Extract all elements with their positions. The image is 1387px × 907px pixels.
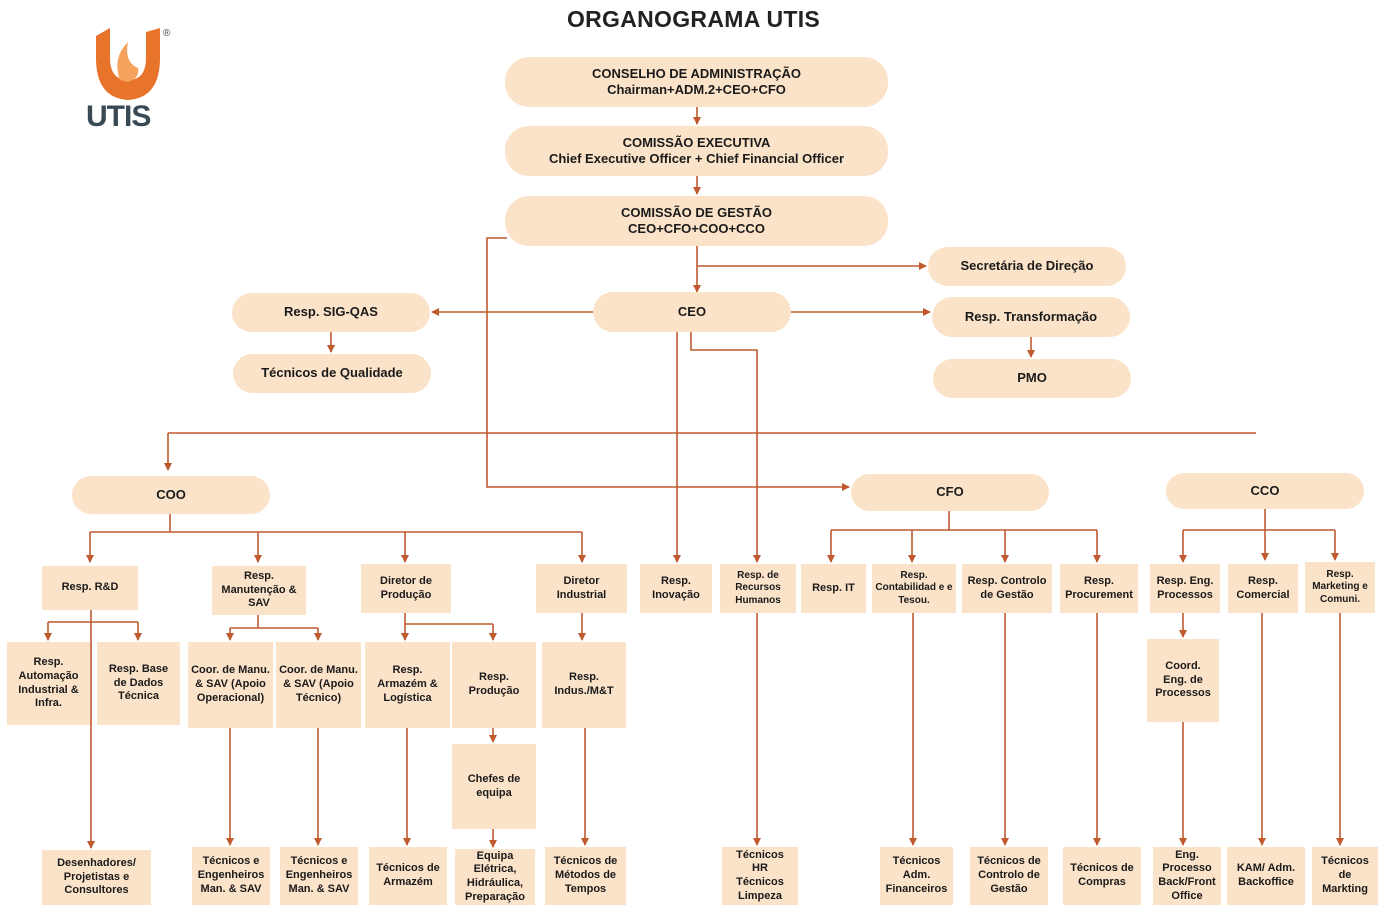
node-tecnicos-engenheiros-op: Técnicos e Engenheiros Man. & SAV [192,847,270,905]
node-conselho-title: CONSELHO DE ADMINISTRAÇÃO [592,65,801,81]
node-resp-armazem: Resp. Armazém & Logística [365,642,450,728]
node-eng-processo: Eng. Processo Back/Front Office [1153,847,1221,905]
node-kam: KAM/ Adm. Backoffice [1227,847,1305,905]
logo-text: UTIS [86,100,151,133]
node-resp-rh: Resp. de Recursos Humanos [720,564,796,613]
utis-logo [96,28,160,100]
node-coord-apoio-operacional: Coor. de Manu. & SAV (Apoio Operacional) [188,642,273,728]
node-resp-inovacao: Resp. Inovação [640,564,712,613]
node-coord-eng-processos: Coord. Eng. de Processos [1147,639,1219,722]
node-comissao-gestao-members: CEO+CFO+COO+CCO [628,221,765,236]
node-tecnicos-metodos: Técnicos de Métodos de Tempos [545,847,626,905]
node-tecnicos-adm-financeiros: Técnicos Adm. Financeiros [880,847,953,905]
node-tecnicos-qualidade: Técnicos de Qualidade [233,354,431,393]
node-resp-sig-qas: Resp. SIG-QAS [232,293,430,332]
node-tecnicos-controlo: Técnicos de Controlo de Gestão [970,847,1048,905]
node-tecnicos-marketing: Técnicos de Markting [1312,847,1378,905]
node-resp-comercial: Resp. Comercial [1228,564,1298,613]
node-cco: CCO [1166,473,1364,509]
node-coo: COO [72,476,270,514]
node-chefes-equipa: Chefes de equipa [452,744,536,829]
node-tecnicos-armazem: Técnicos de Armazém [369,847,447,905]
node-conselho: CONSELHO DE ADMINISTRAÇÃO Chairman+ADM.2… [505,57,888,107]
node-resp-automacao: Resp. Automação Industrial & Infra. [7,642,90,725]
node-desenhadores: Desenhadores/ Projetistas e Consultores [42,850,151,905]
node-resp-producao: Resp. Produção [452,642,536,728]
node-coord-apoio-tecnico: Coor. de Manu. & SAV (Apoio Técnico) [276,642,361,728]
node-diretor-producao: Diretor de Produção [361,564,451,613]
node-tecnicos-compras: Técnicos de Compras [1063,847,1141,905]
node-comissao-gestao: COMISSÃO DE GESTÃO CEO+CFO+COO+CCO [505,196,888,246]
node-pmo: PMO [933,359,1131,398]
registered-mark: ® [163,28,171,39]
node-resp-transformacao: Resp. Transformação [932,297,1130,337]
node-diretor-industrial: Diretor Industrial [536,564,627,613]
node-resp-eng-processos: Resp. Eng. Processos [1150,564,1220,613]
node-resp-rd: Resp. R&D [42,566,138,610]
node-tecnicos-hr: Técnicos HR Técnicos Limpeza [722,847,798,905]
node-resp-contabilidade: Resp. Contabilidad e e Tesou. [872,564,956,613]
node-tecnicos-engenheiros-tec: Técnicos e Engenheiros Man. & SAV [280,847,358,905]
node-resp-it: Resp. IT [801,564,866,613]
node-comissao-executiva-members: Chief Executive Officer + Chief Financia… [548,151,845,166]
node-secretaria: Secretária de Direção [928,247,1126,286]
node-comissao-executiva: COMISSÃO EXECUTIVA Chief Executive Offic… [505,126,888,176]
node-ceo: CEO [593,292,791,332]
node-comissao-executiva-title: COMISSÃO EXECUTIVA [622,134,771,150]
page-title: ORGANOGRAMA UTIS [566,6,821,32]
node-resp-procurement: Resp. Procurement [1060,564,1138,613]
node-resp-marketing: Resp. Marketing e Comuni. [1305,562,1375,613]
node-resp-manutencao: Resp. Manutenção & SAV [212,566,306,615]
node-resp-base-dados: Resp. Base de Dados Técnica [97,642,180,725]
node-equipa-eletrica: Equipa Elétrica, Hidráulica, Preparação [455,849,535,905]
node-resp-controlo: Resp. Controlo de Gestão [962,564,1052,613]
node-comissao-gestao-title: COMISSÃO DE GESTÃO [621,204,772,220]
node-conselho-members: Chairman+ADM.2+CEO+CFO [607,82,786,97]
node-resp-indus: Resp. Indus./M&T [542,642,626,728]
node-cfo: CFO [851,474,1049,511]
